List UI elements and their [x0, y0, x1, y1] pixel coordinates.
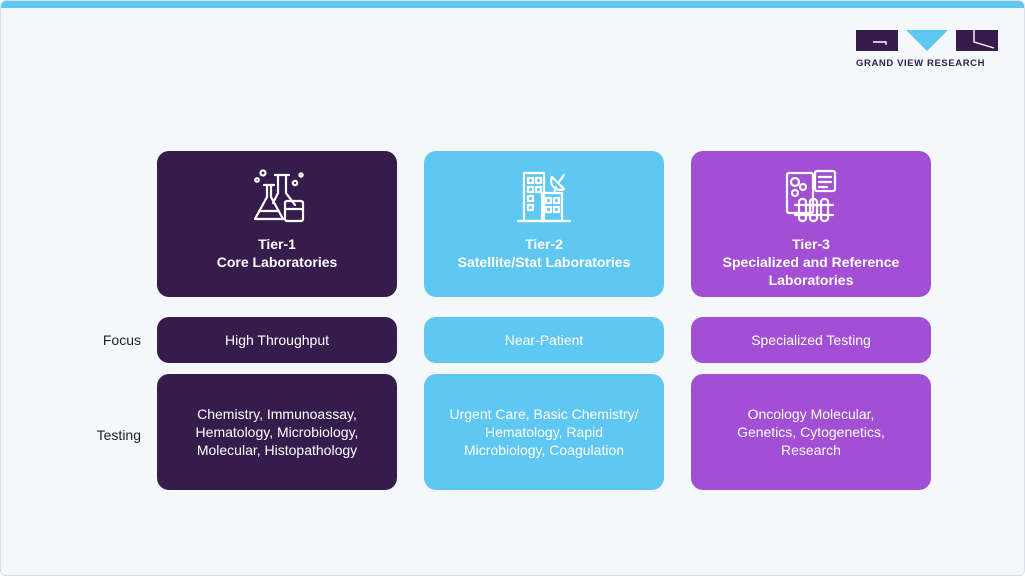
tier-1-subtitle: Core Laboratories [216, 254, 338, 270]
tier-3-title: Tier-3 [792, 236, 830, 252]
tier-2-title: Tier-2 [525, 236, 563, 252]
tier-3-testing-cell: Oncology Molecular, Genetics, Cytogeneti… [691, 374, 931, 490]
tier-1-card: Tier-1 Core Laboratories [157, 151, 397, 297]
tier-3-card: Tier-3 Specialized and Reference Laborat… [691, 151, 931, 297]
top-accent-bar [1, 1, 1024, 8]
tier-2-focus-text: Near-Patient [504, 332, 584, 348]
grand-view-research-logo: GRAND VIEW RESEARCH [856, 28, 998, 72]
tier-3-testing-text: Oncology Molecular, Genetics, Cytogeneti… [737, 406, 885, 458]
building-satellite-icon [516, 171, 572, 223]
tier-2-testing-cell: Urgent Care, Basic Chemistry/ Hematology… [424, 374, 664, 490]
tier-2-testing-text: Urgent Care, Basic Chemistry/ Hematology… [449, 406, 639, 458]
lab-flasks-icon [253, 169, 305, 223]
tier-1-testing-text: Chemistry, Immunoassay, Hematology, Micr… [195, 406, 359, 458]
tier-1-testing-cell: Chemistry, Immunoassay, Hematology, Micr… [157, 374, 397, 490]
tier-3-focus-cell: Specialized Testing [691, 317, 931, 363]
tier-2-subtitle: Satellite/Stat Laboratories [457, 254, 631, 270]
testing-row-label: Testing [96, 427, 141, 443]
focus-row-label: Focus [102, 332, 141, 348]
tier-2-focus-cell: Near-Patient [424, 317, 664, 363]
logo-text: GRAND VIEW RESEARCH [856, 58, 986, 69]
tier-3-subtitle: Specialized and Reference Laboratories [722, 254, 900, 288]
lab-report-tubes-icon [785, 169, 837, 223]
logo-mark-icon [856, 30, 998, 51]
tier-1-focus-cell: High Throughput [157, 317, 397, 363]
tier-2-card: Tier-2 Satellite/Stat Laboratories [424, 151, 664, 297]
tier-1-title: Tier-1 [258, 236, 296, 252]
tier-1-focus-text: High Throughput [224, 332, 330, 348]
tier-3-focus-text: Specialized Testing [751, 332, 871, 348]
